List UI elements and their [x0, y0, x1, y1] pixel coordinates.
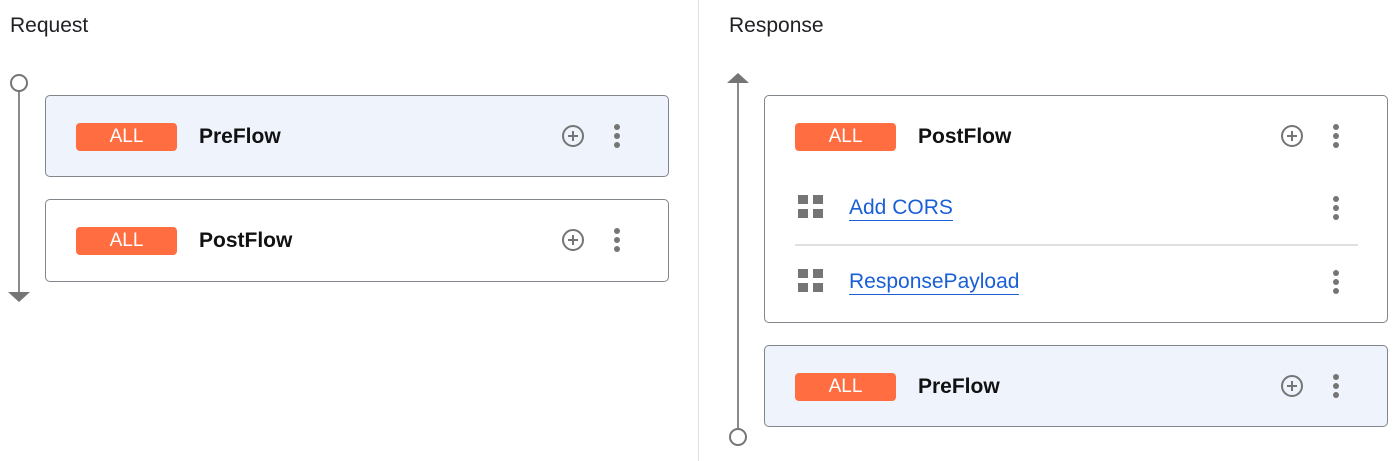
badge-all: ALL — [795, 373, 896, 401]
policy-separator — [795, 244, 1358, 246]
policy-icon — [798, 269, 824, 293]
more-options-icon[interactable] — [1332, 124, 1340, 150]
request-preflow-card[interactable]: ALL PreFlow — [45, 95, 669, 177]
arrow-down-icon — [8, 292, 30, 302]
policy-more-options-icon[interactable] — [1332, 196, 1340, 222]
more-options-icon[interactable] — [613, 228, 621, 254]
response-title: Response — [729, 14, 824, 37]
badge-all: ALL — [76, 123, 177, 151]
flow-name: PostFlow — [199, 229, 293, 252]
add-policy-icon[interactable] — [562, 229, 584, 251]
arrow-up-icon — [727, 73, 749, 83]
more-options-icon[interactable] — [613, 124, 621, 150]
more-options-icon[interactable] — [1332, 374, 1340, 400]
add-policy-icon[interactable] — [562, 125, 584, 147]
badge-all: ALL — [76, 227, 177, 255]
flow-name: PreFlow — [199, 125, 281, 148]
timeline-start-icon — [10, 74, 28, 92]
flow-name: PreFlow — [918, 375, 1000, 398]
flow-name: PostFlow — [918, 125, 1012, 148]
request-timeline — [18, 90, 20, 292]
add-policy-icon[interactable] — [1281, 375, 1303, 397]
panel-divider — [698, 0, 699, 461]
policy-link-responsepayload[interactable]: ResponsePayload — [849, 270, 1020, 295]
timeline-end-icon — [729, 428, 747, 446]
response-timeline — [737, 83, 739, 430]
badge-all: ALL — [795, 123, 896, 151]
request-title: Request — [10, 14, 89, 37]
response-preflow-card[interactable]: ALL PreFlow — [764, 345, 1388, 427]
add-policy-icon[interactable] — [1281, 125, 1303, 147]
response-postflow-card[interactable]: ALL PostFlow Add CORS ResponsePayload — [764, 95, 1388, 323]
policy-icon — [798, 195, 824, 219]
policy-more-options-icon[interactable] — [1332, 270, 1340, 296]
request-postflow-card[interactable]: ALL PostFlow — [45, 199, 669, 282]
policy-link-add-cors[interactable]: Add CORS — [849, 196, 953, 221]
